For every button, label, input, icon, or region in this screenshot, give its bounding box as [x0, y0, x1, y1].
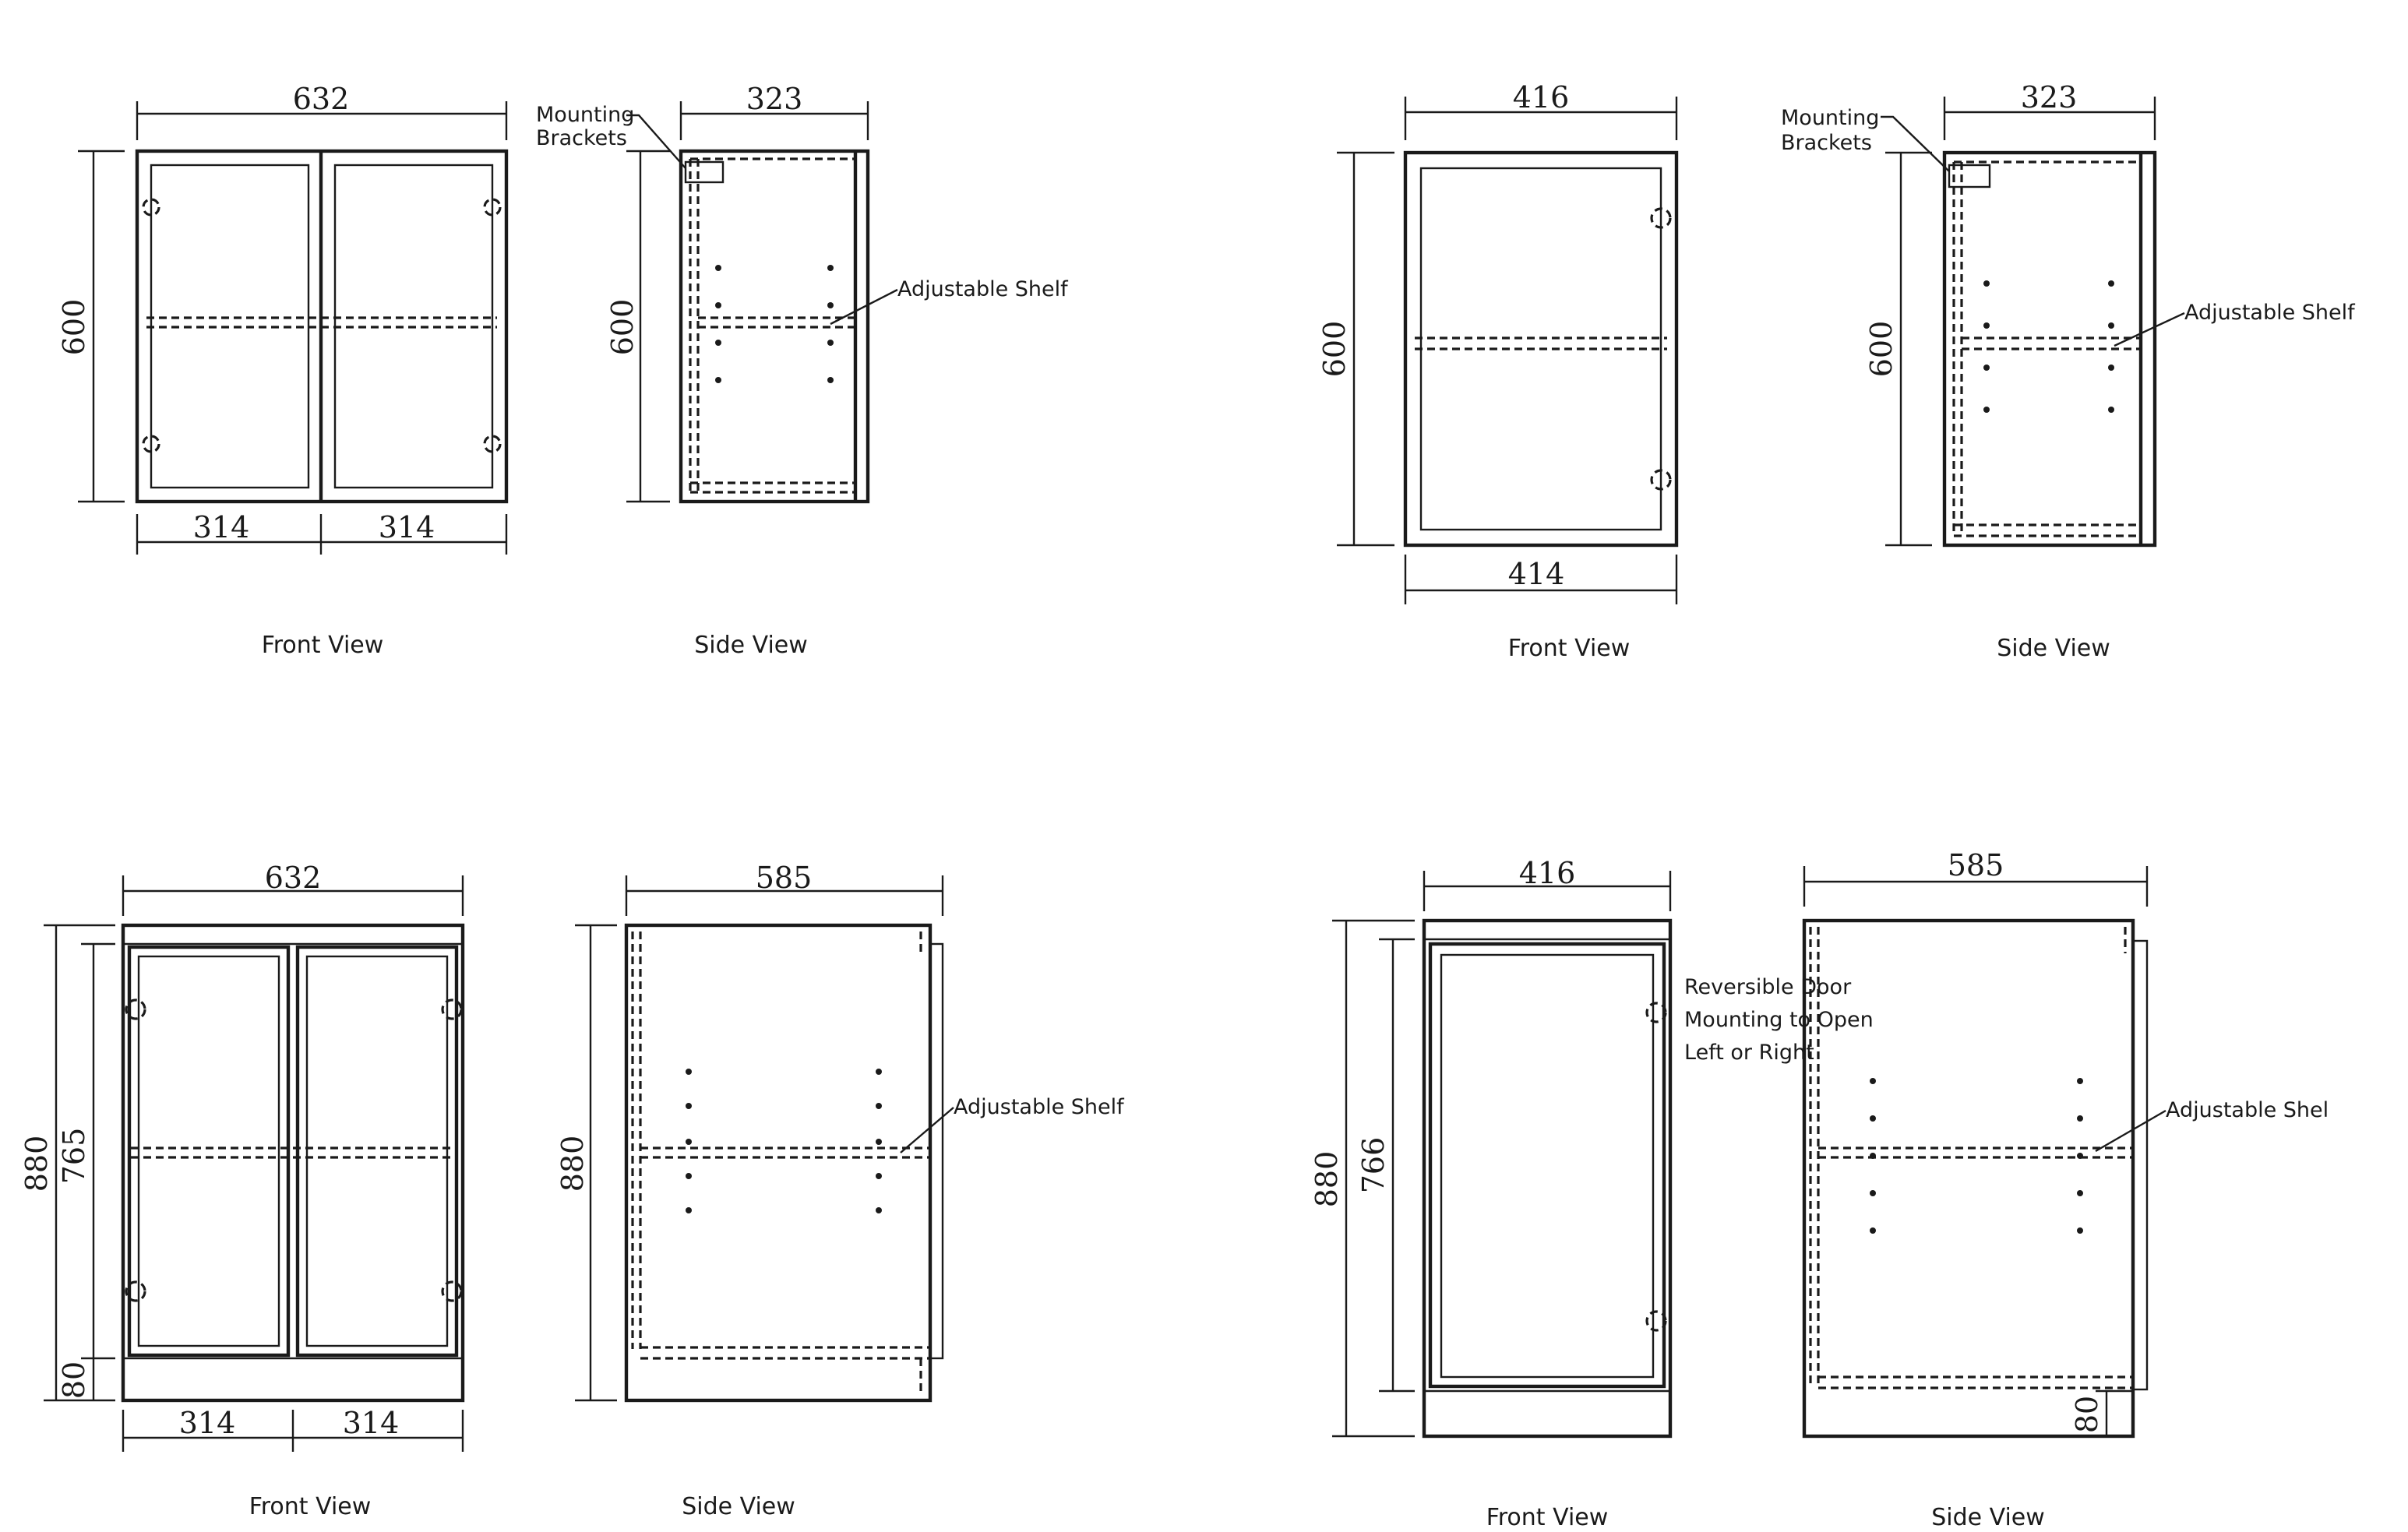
- drawing-double-base-cabinet: 632 880 765 80 314 314 Front View 585 88…: [19, 861, 1125, 1520]
- side-view: 323 600 Mounting Brackets Adjustable She…: [1781, 80, 2356, 662]
- side-height-dim: 880: [555, 1136, 590, 1192]
- front-view-caption: Front View: [1486, 1504, 1609, 1531]
- front-view-caption: Front View: [1508, 635, 1631, 662]
- front-view: 632 880 765 80 314 314 Front View: [19, 861, 465, 1520]
- door-width-dim: 414: [1508, 557, 1565, 591]
- brackets-label-line2: Brackets: [1781, 131, 1872, 155]
- drawing-single-wall-cabinet: 416 600 414 Front View 323 600 Mounting …: [1317, 80, 2356, 662]
- side-view: 323 600 Mounting Brackets Adjustable She…: [536, 82, 1069, 659]
- front-view-caption: Front View: [262, 632, 384, 659]
- shelf-label: Adjustable Shel: [2166, 1098, 2329, 1122]
- side-view: 585 880 Adjustable Shelf Side View: [555, 861, 1125, 1520]
- side-view: 585 80 Adjustable Shel Side View: [1802, 848, 2329, 1531]
- door-note-line3: Left or Right: [1684, 1041, 1814, 1065]
- front-height-dim: 880: [1310, 1151, 1344, 1208]
- front-height-dim: 880: [19, 1136, 54, 1192]
- side-height-dim: 600: [605, 299, 640, 356]
- door-left-dim: 314: [193, 510, 250, 544]
- front-width-dim: 416: [1519, 856, 1576, 890]
- brackets-label-line2: Brackets: [536, 126, 627, 150]
- door-note-line2: Mounting to Open: [1684, 1008, 1874, 1032]
- drawing-double-wall-cabinet: 632 600 314 314 Front View 323 600 Mount…: [57, 82, 1069, 659]
- shelf-label: Adjustable Shelf: [897, 277, 1069, 301]
- door-height-dim: 765: [57, 1128, 91, 1185]
- front-width-dim: 416: [1513, 80, 1570, 114]
- side-view-caption: Side View: [1997, 635, 2110, 662]
- front-width-dim: 632: [265, 861, 322, 895]
- drawing-single-base-cabinet: 416 880 766 Reversible Door Mounting to …: [1310, 848, 2329, 1531]
- front-width-dim: 632: [293, 82, 350, 116]
- front-view: 416 600 414 Front View: [1317, 80, 1679, 662]
- kick-height-dim: 80: [2070, 1396, 2104, 1433]
- side-depth-dim: 323: [746, 82, 803, 116]
- brackets-label-line1: Mounting: [1781, 106, 1879, 130]
- side-view-caption: Side View: [694, 632, 808, 659]
- side-view-caption: Side View: [1931, 1504, 2045, 1531]
- side-depth-dim: 323: [2021, 80, 2078, 114]
- kick-height-dim: 80: [57, 1361, 91, 1399]
- side-height-dim: 600: [1864, 321, 1899, 378]
- front-view: 632 600 314 314 Front View: [57, 82, 509, 659]
- brackets-label-line1: Mounting: [536, 103, 634, 127]
- shelf-label: Adjustable Shelf: [2184, 301, 2356, 325]
- door-note-line1: Reversible Door: [1684, 975, 1852, 999]
- door-height-dim: 766: [1356, 1137, 1391, 1194]
- side-depth-dim: 585: [1948, 848, 2004, 882]
- front-view: 416 880 766 Reversible Door Mounting to …: [1310, 856, 1874, 1531]
- side-depth-dim: 585: [756, 861, 813, 895]
- door-right-dim: 314: [379, 510, 435, 544]
- door-right-dim: 314: [343, 1406, 400, 1440]
- front-height-dim: 600: [1317, 321, 1352, 378]
- shelf-label: Adjustable Shelf: [954, 1095, 1125, 1119]
- door-left-dim: 314: [179, 1406, 236, 1440]
- front-view-caption: Front View: [249, 1493, 372, 1520]
- front-height-dim: 600: [57, 299, 91, 356]
- side-view-caption: Side View: [682, 1493, 795, 1520]
